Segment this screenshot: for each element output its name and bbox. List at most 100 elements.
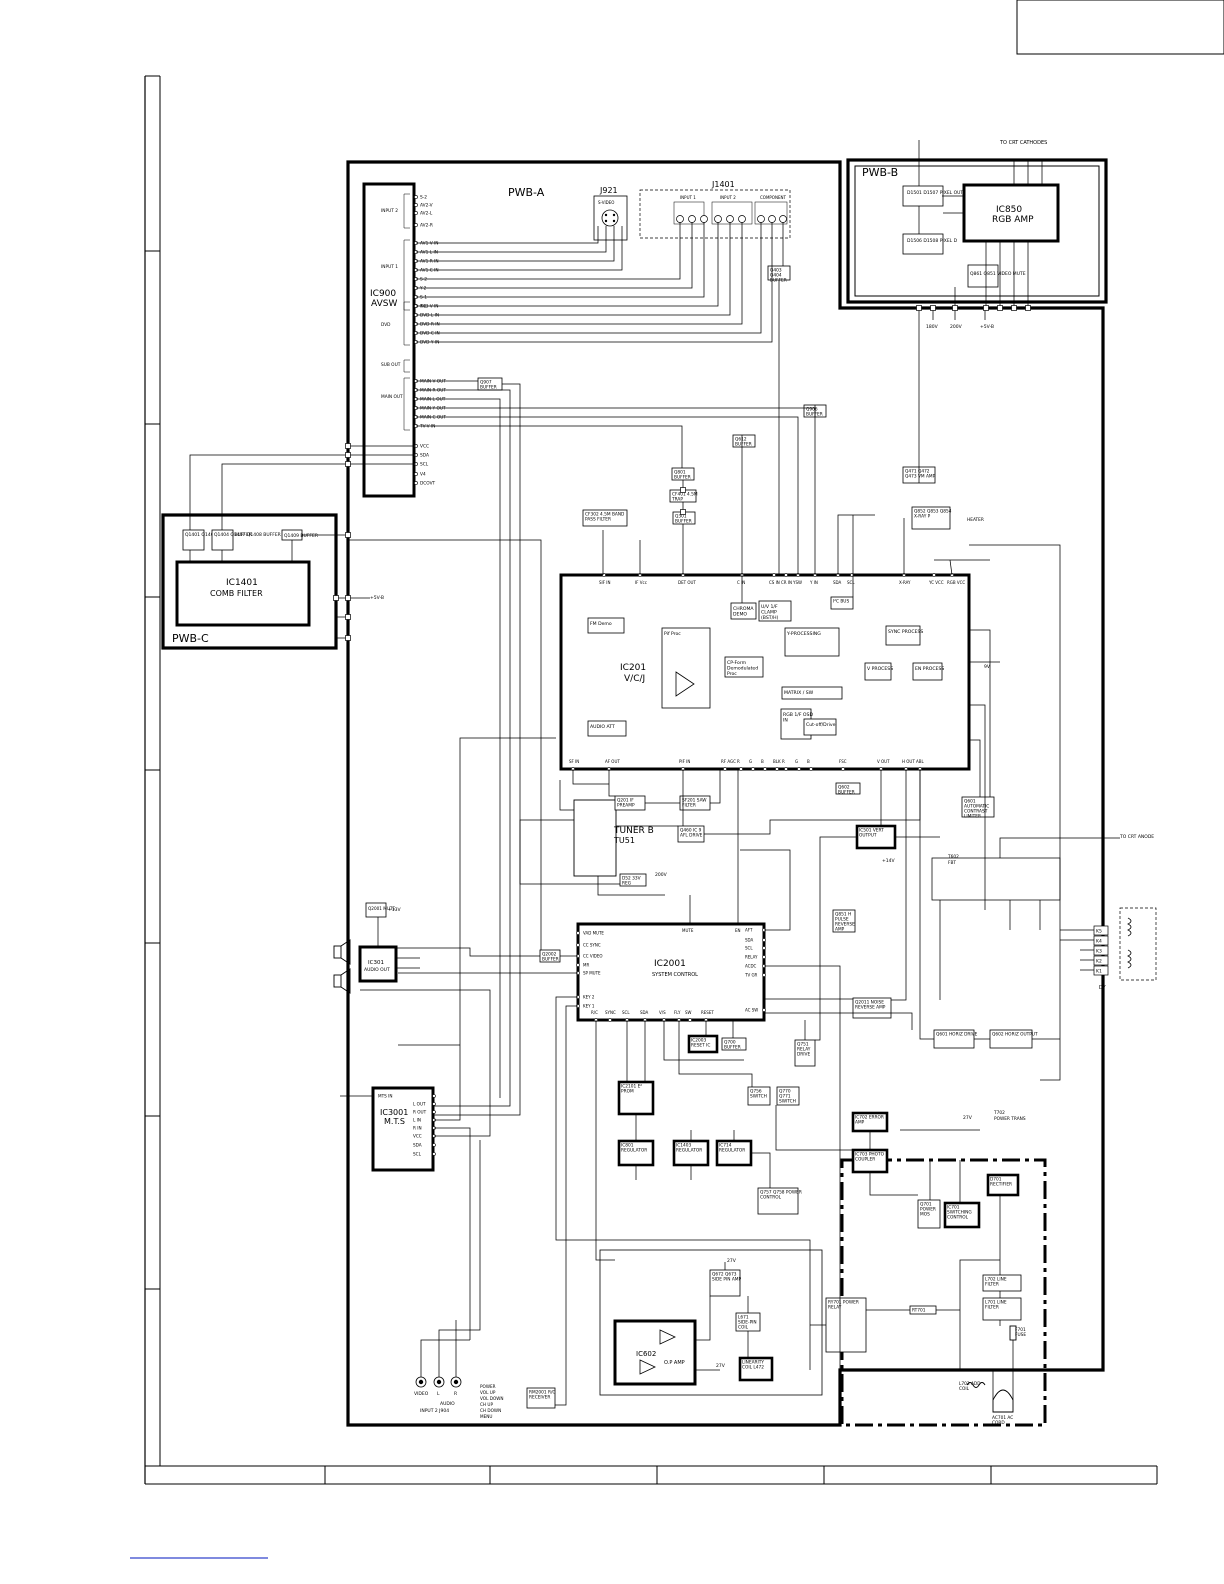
ic2001-pin-label: V/S [659,1010,666,1015]
wire [416,425,683,468]
j921-connector: J921 S-VIDEO [593,186,628,241]
key-label-ch-up: CH UP [480,1402,493,1407]
q757-block [757,1187,799,1215]
ic900-pin [414,472,418,476]
ic2001-pin-label: SCL [745,946,753,951]
ic201-block [803,718,837,736]
ic3001-desc: M.T.S [384,1117,405,1126]
input2-jack-name: INPUT 2 J904 [420,1408,449,1414]
ic201-pin [739,767,743,771]
q701-mos-label: Q701 [920,1202,932,1208]
wire [396,947,540,957]
t602-name: T602 [947,854,959,860]
jack-audio: AUDIO [440,1401,455,1407]
ic201-block-label: Demodulated [727,666,758,672]
q701-mos-label: POWER [920,1207,936,1213]
q751-label: DRIVE [797,1052,811,1058]
ic201-bottom-pin-label: PIF IN [679,759,690,764]
wire [751,1152,771,1188]
ic2001-pin-label: MR [583,963,589,968]
ic201-block-label: MATRIX / SW [784,690,814,696]
ic2001-pin-label: SCL [622,1010,630,1015]
q2002-label: BUFFER [542,957,559,963]
q2100-label: BUFFER [724,1045,741,1051]
q851-label: REVERSE [835,922,855,928]
connector-pin [680,509,686,515]
wire [416,222,762,334]
ic703-label: COUPLER [855,1157,875,1163]
wire [740,849,791,931]
wire [189,454,416,530]
q301-label: BUFFER [675,519,692,525]
ic201-bottom-pin-label: AF OUT [605,759,620,764]
connector-pin [333,595,339,601]
wire [416,222,773,343]
wire [678,1020,753,1087]
wire [416,222,719,307]
j1401-jacks [676,215,787,223]
ic2001-pin-label: SDA [745,938,754,943]
q201-label: PREAMP [617,803,635,809]
wire [555,1005,578,1406]
ic701-label: CONTROL [947,1215,969,1221]
ic301-name: IC301 [368,960,384,966]
wire [764,965,841,1370]
ic900-pin [414,223,418,227]
ic714-label: IC714 [719,1143,732,1149]
ic900-pin-label: AV1 V IN [420,241,439,247]
ic2001-pin-label: SDA [640,1010,649,1015]
ic201-block-label: Cut-off/Drive [806,722,836,728]
q851-block [832,909,856,933]
dy-label: DY [1099,985,1107,991]
ic201-bottom-pin-label: B [761,759,764,764]
yoke-coil [1127,917,1132,969]
board-labels: PWB-A PWB-B PWB-C [172,166,898,645]
q770-label: Q771 [779,1094,791,1100]
ic201-pin [809,767,813,771]
ic201-top-pin-label: SDA [833,580,842,585]
rca-jack [688,215,696,223]
ic2001-pin [762,973,766,977]
wire [999,837,1120,858]
ic2001-pin [762,946,766,950]
ic850-rgb-amp: IC850 RGB AMP [962,183,1060,243]
q2001-mute-block: Q2001 MUTE [368,906,396,911]
ic2001-pin [608,1018,612,1022]
v5-label-c: +5V-B [370,595,384,601]
v27-b-label: 27V [716,1363,726,1369]
ic3001-pin-label: SDA [413,1143,422,1148]
ic900-pin-label: DVD Y IN [420,340,439,346]
rca-jack [738,215,746,223]
connector-pin [345,595,351,601]
wire [869,1172,918,1196]
ic201-bottom-pin-label: FSC [839,759,847,764]
q852-label: Q852 Q853 Q854 [914,509,952,515]
q2100-block [721,1037,747,1051]
ic2001-pin-label: FLY [674,1010,681,1015]
q2011-label: REVERSE AMP [855,1005,886,1011]
wire [519,819,620,885]
ic201-block-label: DEMO [733,612,747,618]
ic201-pin [784,767,788,771]
ic702-label: AMP [855,1120,865,1126]
ic3001-pin-label: L OUT [413,1102,426,1107]
ic2001-pin-label: CC VIDEO [583,954,603,959]
ic201-top-pin-label: RGB VCC [947,580,965,585]
ic900-pin-label: DVD C IN [420,331,440,337]
ic900-pin-label: AV1 R IN [420,259,439,265]
ic2001-pin-label: SW [685,1010,692,1015]
ic201-block [885,625,921,646]
ry701-label: RELAY [828,1305,842,1311]
ic900-desc: AVSW [371,299,397,309]
ic900-group-label: DVD [381,322,391,328]
pwb-b-label: PWB-B [862,166,898,179]
d701-block [986,1173,1020,1197]
q851-label: Q851 H [835,912,851,918]
ic201-bottom-pin-label: G [749,759,752,764]
wire [969,544,1061,1081]
ic900-pin-label: MAIN V OUT [420,379,446,385]
wire [438,1140,481,1377]
connector-pin [952,305,958,311]
ic501-label: IC501 VERT [859,828,884,834]
ic900-pin-label: VCC [420,444,429,450]
